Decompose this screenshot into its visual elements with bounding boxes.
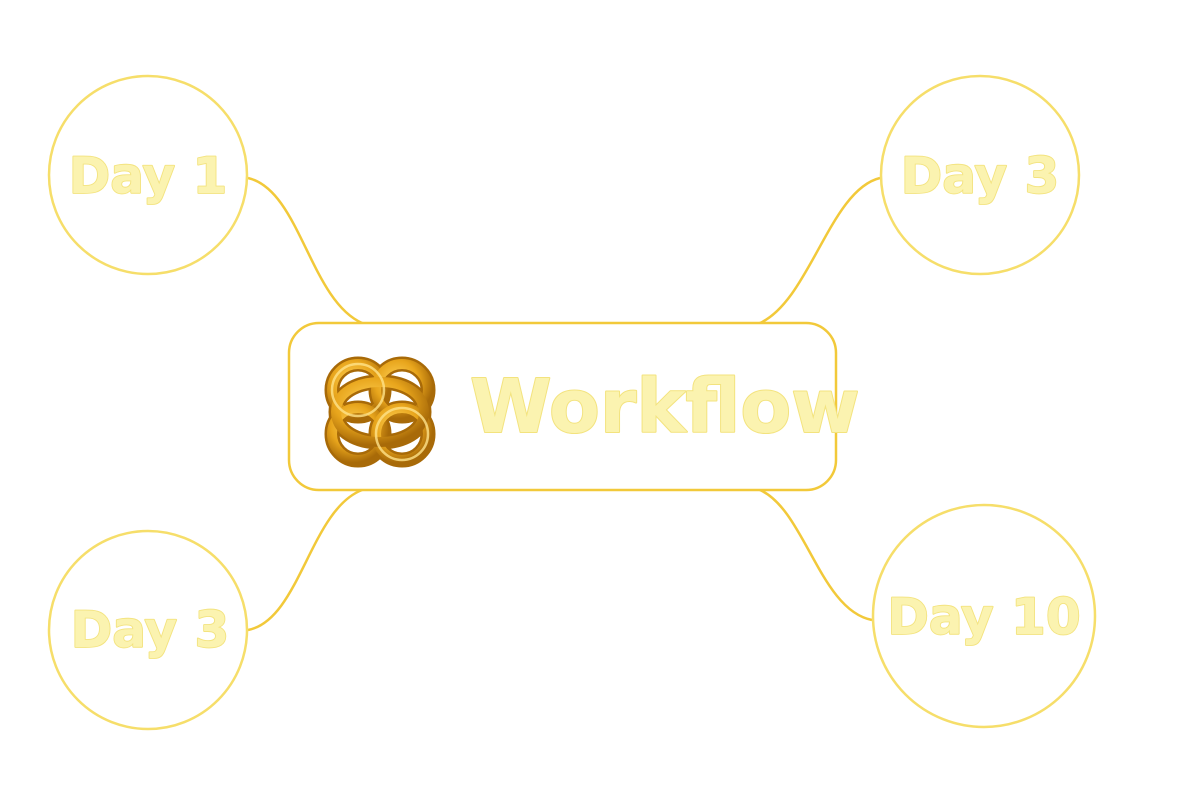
connector-bottom-left [247, 488, 363, 632]
node-top-right[interactable]: Day 3 [879, 74, 1081, 276]
node-label: Day 10 [887, 588, 1080, 646]
connector-bottom-right [759, 488, 873, 622]
node-bottom-right[interactable]: Day 10 [871, 503, 1097, 729]
connector-top-left [247, 176, 363, 325]
center-node[interactable]: Workflow [287, 321, 861, 492]
center-title: Workflow [470, 364, 860, 450]
celtic-knot-icon [324, 356, 436, 468]
node-bottom-left[interactable]: Day 3 [47, 529, 249, 731]
node-label: Day 1 [69, 147, 228, 205]
connector-top-right [759, 176, 881, 325]
node-label: Day 3 [71, 601, 230, 659]
node-top-left[interactable]: Day 1 [47, 74, 249, 276]
node-label: Day 3 [901, 147, 1060, 205]
